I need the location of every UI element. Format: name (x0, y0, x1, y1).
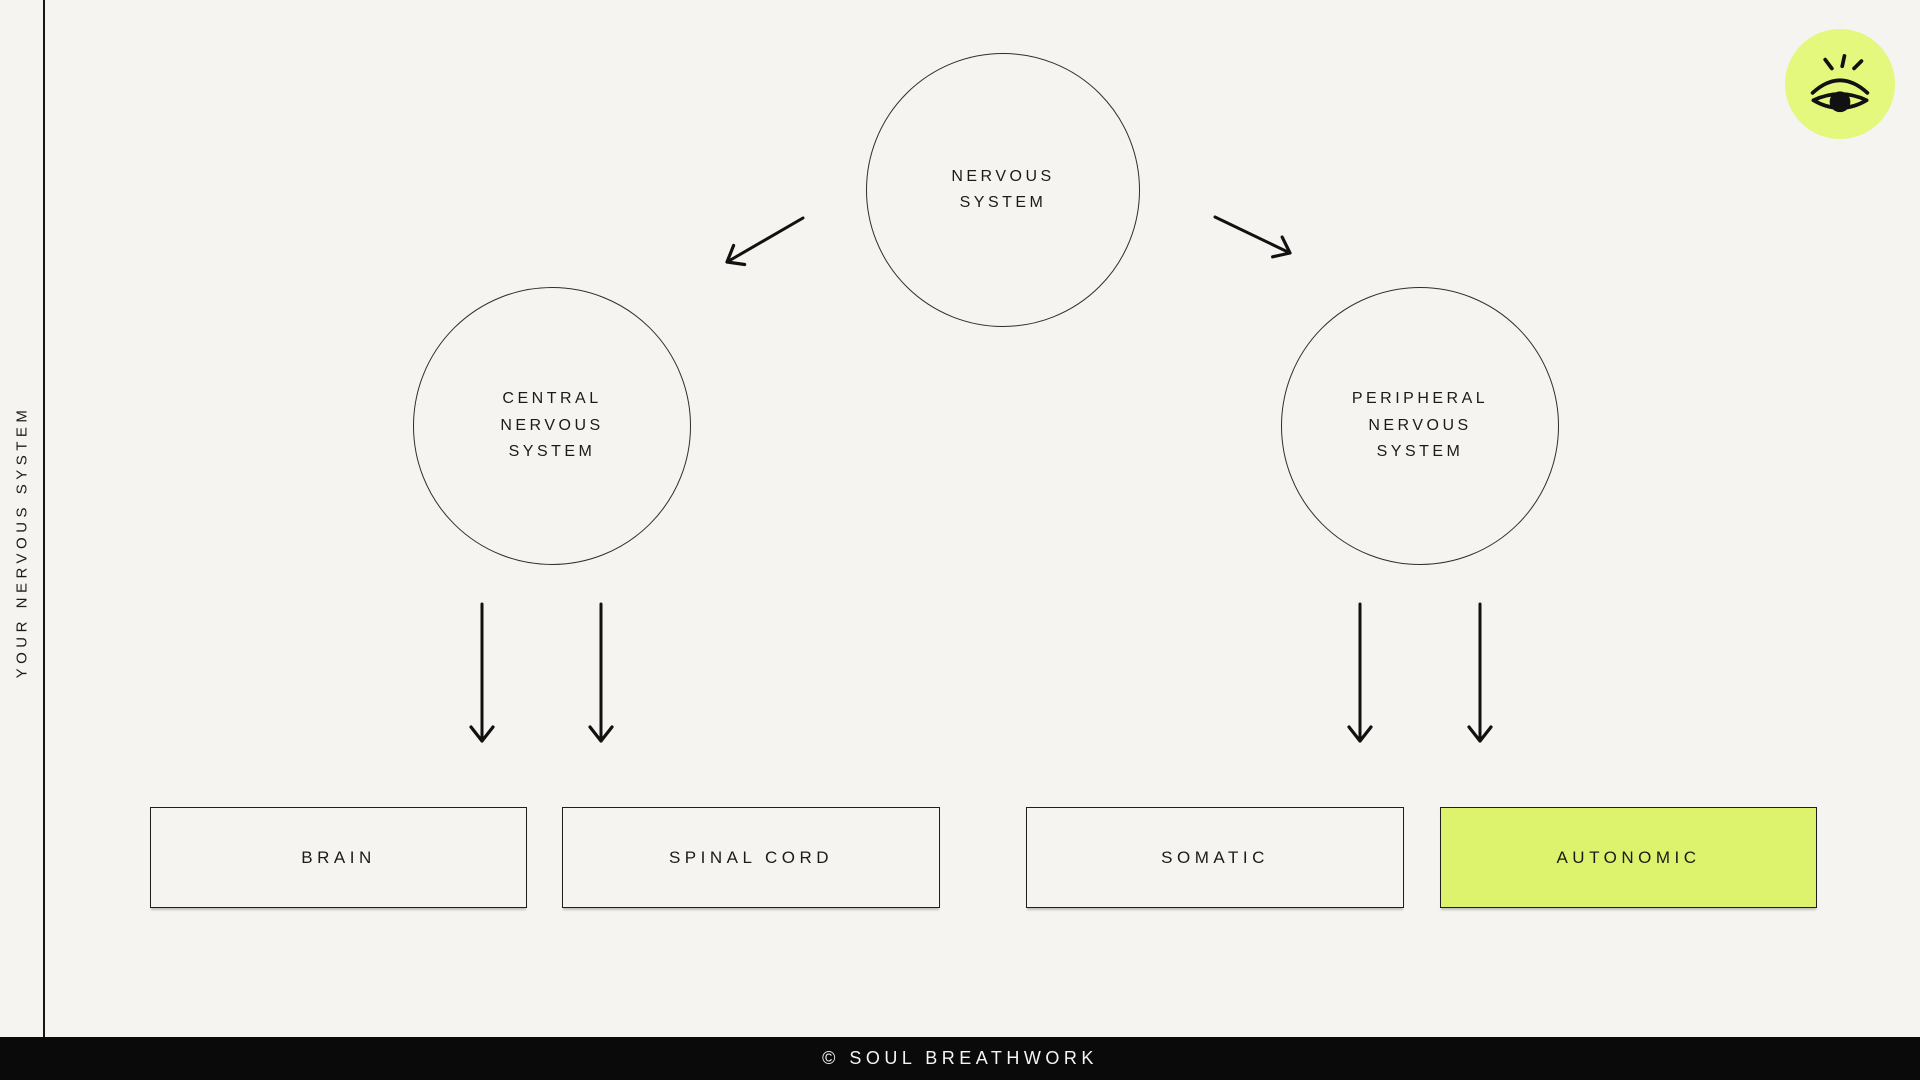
eye-pupil (1829, 91, 1851, 113)
leaf-somatic: SOMATIC (1026, 807, 1404, 908)
node-label: NERVOUS SYSTEM (951, 164, 1054, 217)
leaf-brain: BRAIN (150, 807, 527, 908)
node-label-line: SYSTEM (1376, 443, 1464, 461)
eye-lash-left (1823, 57, 1834, 71)
eye-outline (1811, 92, 1869, 110)
node-label-line: NERVOUS (951, 167, 1055, 185)
node-label-line: SYSTEM (959, 194, 1047, 211)
node-label-line: PERIPHERAL (1351, 390, 1489, 408)
node-label-line: NERVOUS (500, 416, 604, 434)
footer: © SOUL BREATHWORK (0, 1037, 1920, 1080)
node-label-line: CENTRAL (502, 390, 602, 408)
node-nervous-system: NERVOUS SYSTEM (866, 53, 1140, 327)
eye-lid-arc (1810, 78, 1870, 95)
arrow-root-to-cns (725, 216, 805, 267)
footer-copyright: © SOUL BREATHWORK (822, 1048, 1098, 1068)
eye-lash-right (1852, 59, 1864, 71)
arrow-root-to-pns (1213, 215, 1292, 259)
leaf-spinal-cord: SPINAL CORD (562, 807, 940, 908)
node-central-nervous-system: CENTRAL NERVOUS SYSTEM (413, 287, 691, 565)
node-label: CENTRAL NERVOUS SYSTEM (500, 386, 603, 465)
node-label-line: NERVOUS (1368, 416, 1472, 434)
node-peripheral-nervous-system: PERIPHERAL NERVOUS SYSTEM (1281, 287, 1559, 565)
leaf-autonomic-highlighted: AUTONOMIC (1440, 807, 1817, 908)
logo-badge (1785, 29, 1895, 139)
eye-icon (1810, 54, 1870, 113)
node-label: PERIPHERAL NERVOUS SYSTEM (1352, 386, 1488, 465)
eye-lash-middle (1840, 54, 1847, 69)
left-edge-rule (43, 0, 45, 1037)
node-label-line: SYSTEM (508, 443, 596, 461)
vertical-page-title: YOUR NERVOUS SYSTEM (13, 405, 31, 679)
